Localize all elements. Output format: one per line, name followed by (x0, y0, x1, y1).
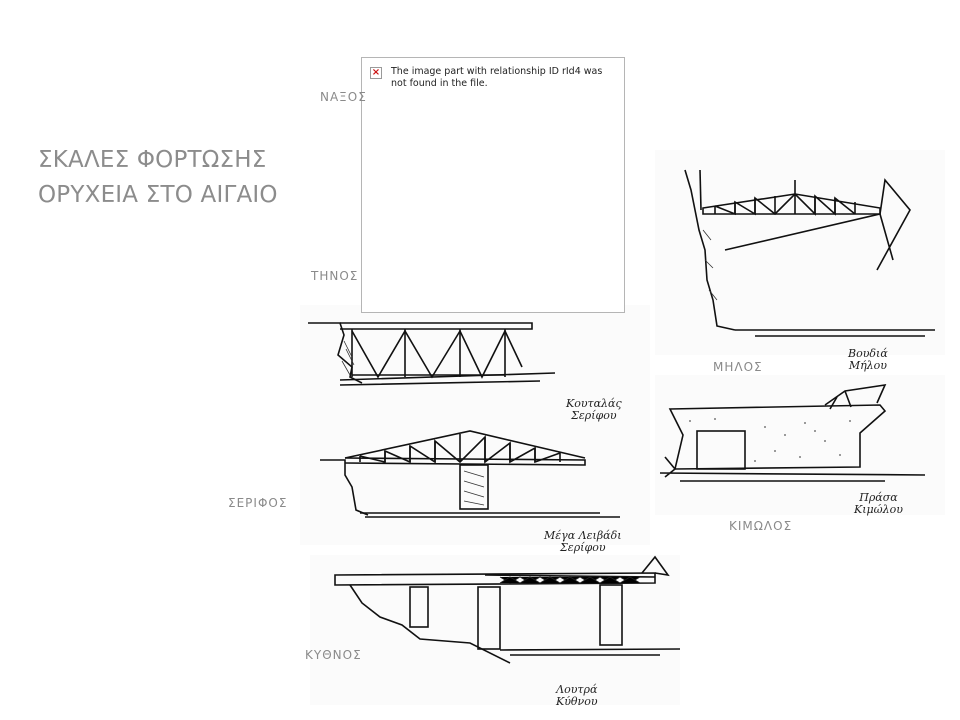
page-title: ΣΚΑΛΕΣ ΦΟΡΤΩΣΗΣ ΟΡΥΧΕΙΑ ΣΤΟ ΑΙΓΑΙΟ (38, 143, 278, 213)
caption-milos: Βουδιά Μήλου (848, 347, 888, 372)
caption-mega-livadi: Μέγα Λειβάδι Σερίφου (544, 529, 622, 554)
sketch-koutalas-serifou (300, 305, 650, 435)
title-line-2: ΟΡΥΧΕΙΑ ΣΤΟ ΑΙΓΑΙΟ (38, 182, 278, 208)
label-serifos: ΣΕΡΙΦΟΣ (228, 496, 288, 510)
milos-drawing (684, 169, 935, 337)
mega-livadi-drawing (320, 430, 620, 518)
sketch-voudia-milou (655, 150, 945, 355)
koutalas-drawing (308, 322, 556, 386)
sketch-mega-livadi-serifou (300, 425, 650, 545)
sketch-prasa-kimolou (655, 375, 945, 515)
caption-kythnos: Λουτρά Κύθνου (556, 683, 598, 708)
label-tinos: ΤΗΝΟΣ (311, 269, 359, 283)
label-kimolos: ΚΙΜΩΛΟΣ (729, 519, 793, 533)
label-milos: ΜΗΛΟΣ (713, 360, 763, 374)
caption-kimolos: Πράσα Κιμώλου (854, 491, 903, 516)
broken-image-icon: × (370, 67, 382, 79)
kythnos-drawing (334, 555, 680, 664)
label-naxos: ΝΑΞΟΣ (320, 90, 367, 104)
caption-koutalas: Κουταλάς Σερίφου (566, 397, 622, 422)
broken-image-placeholder: × The image part with relationship ID rI… (361, 57, 625, 313)
label-kythnos: ΚΥΘΝΟΣ (305, 648, 362, 662)
sketch-loutra-kythnou (310, 555, 680, 705)
broken-image-message: The image part with relationship ID rId4… (391, 66, 603, 89)
kimolos-drawing (659, 383, 926, 482)
title-line-1: ΣΚΑΛΕΣ ΦΟΡΤΩΣΗΣ (38, 147, 267, 173)
